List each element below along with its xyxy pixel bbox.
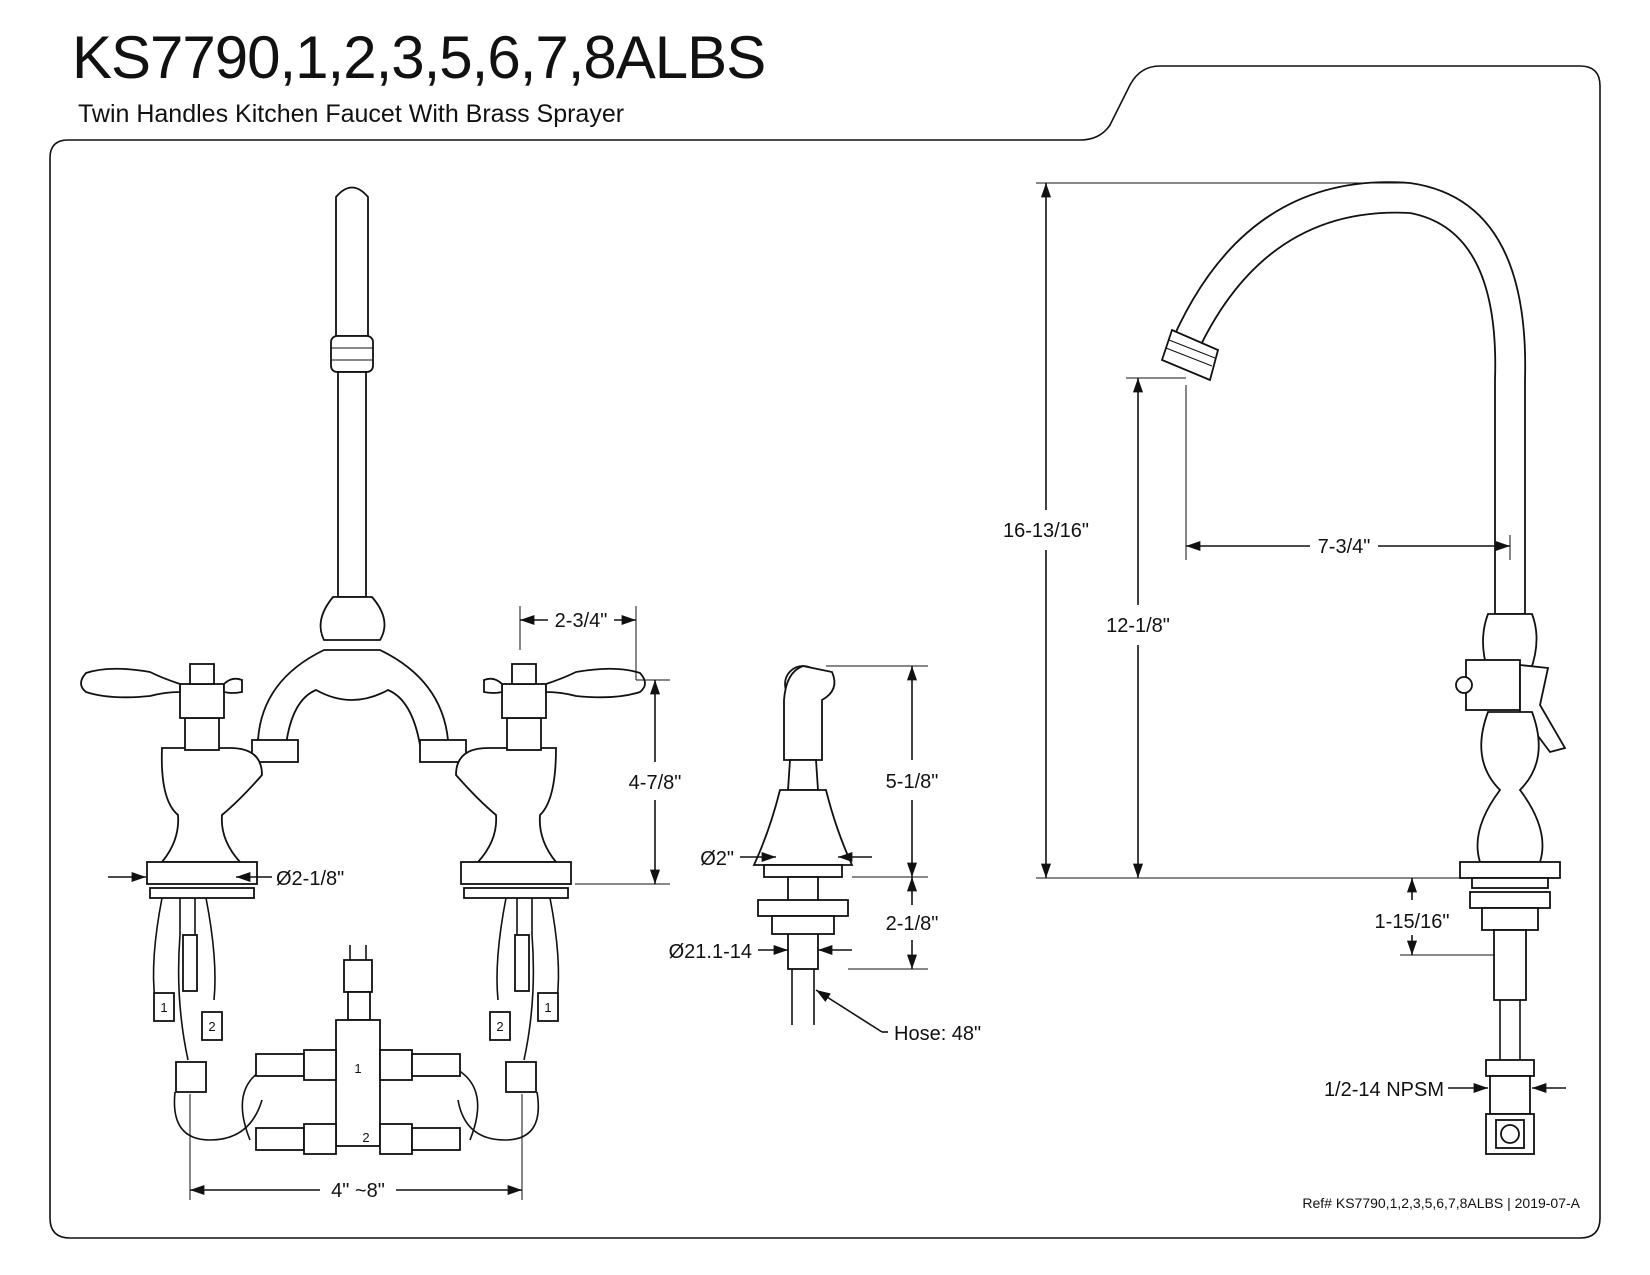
dim-connection-thread: 1/2-14 NPSM [1324, 1079, 1444, 1101]
side-view-dimensions: 16-13/16" 12-1/8" 7-3/4" 1-15/16" 1/2-14… [1003, 182, 1566, 1101]
dim-spout-clearance: 12-1/8" [1106, 615, 1170, 637]
dim-sprayer-shank: 2-1/8" [886, 913, 939, 935]
side-view-faucet [1160, 181, 1567, 1155]
hose-tag-label: 1 [160, 1000, 167, 1015]
valve-label: 1 [354, 1061, 361, 1076]
dim-handle-offset: 2-3/4" [555, 610, 608, 632]
dim-sprayer-diameter: Ø2" [700, 848, 734, 870]
hose-tag-label: 2 [496, 1019, 503, 1034]
drawing-frame [49, 65, 1601, 1239]
product-subtitle: Twin Handles Kitchen Faucet With Brass S… [78, 100, 625, 128]
hose-tag [201, 1011, 223, 1041]
model-title: KS7790,1,2,3,5,6,7,8ALBS [72, 24, 766, 91]
reference-note: Ref# KS7790,1,2,3,5,6,7,8ALBS | 2019-07-… [1302, 1195, 1580, 1211]
hose-tag [153, 992, 175, 1022]
dim-handle-height: 4-7/8" [629, 772, 682, 794]
dim-sprayer-height: 5-1/8" [886, 771, 939, 793]
dim-total-height: 16-13/16" [1003, 520, 1089, 542]
sprayer-view [752, 665, 854, 1025]
hose-tag [537, 992, 559, 1022]
front-view-faucet: 1 2 2 1 1 2 [80, 186, 646, 1155]
dim-sprayer-thread: Ø21.1-14 [669, 941, 752, 963]
sprayer-dimensions: 5-1/8" Ø2" 2-1/8" Ø21.1-14 Hose: 48" [669, 665, 981, 1045]
hose-length-label: Hose: 48" [894, 1023, 981, 1045]
valve-label: 2 [362, 1130, 369, 1145]
front-view-dimensions: 2-3/4" 4-7/8" Ø2-1/8" 4" ~8" [108, 606, 681, 1202]
hose-tag-label: 1 [544, 1000, 551, 1015]
dim-reach: 7-3/4" [1318, 536, 1371, 558]
hose-tag [489, 1011, 511, 1041]
dim-side-shank: 1-15/16" [1375, 911, 1450, 933]
dim-base-diameter: Ø2-1/8" [276, 868, 344, 890]
hose-tag-label: 2 [208, 1019, 215, 1034]
dim-spread: 4" ~8" [331, 1180, 385, 1202]
